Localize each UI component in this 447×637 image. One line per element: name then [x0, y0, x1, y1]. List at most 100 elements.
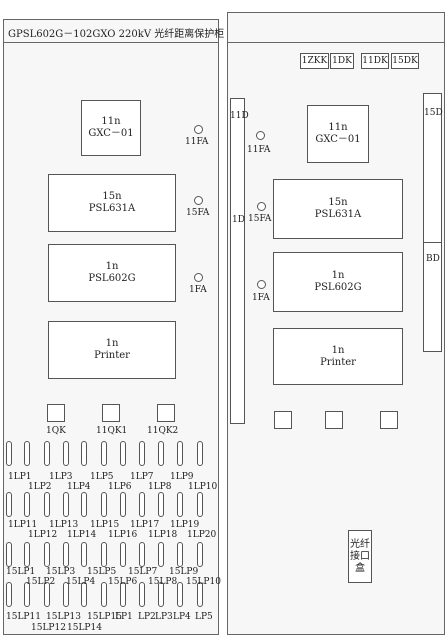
pressure-plate[interactable]	[6, 582, 12, 607]
terminal-rail-divider	[423, 242, 442, 243]
device-printer-model: Printer	[94, 350, 130, 361]
pressure-plate[interactable]	[197, 492, 203, 517]
pressure-plate[interactable]	[63, 441, 69, 466]
pressure-plate-label: 15LP9	[169, 567, 199, 577]
pressure-plate-label: 1LP16	[108, 530, 138, 540]
pressure-plate[interactable]	[81, 441, 87, 466]
pressure-plate-label: 15LP11	[6, 612, 41, 622]
pressure-plate[interactable]	[101, 441, 107, 466]
pressure-plate[interactable]	[158, 542, 164, 567]
pressure-plate[interactable]	[24, 441, 30, 466]
rear-device-gxc01: 11n GXC－01	[307, 105, 369, 163]
switch-15dk[interactable]: 15DK	[391, 53, 419, 69]
switch-1zkk[interactable]: 1ZKK	[300, 53, 329, 69]
rear-device-printer: 1n Printer	[273, 328, 403, 385]
pressure-plate[interactable]	[6, 492, 12, 517]
pressure-plate-label: 1LP13	[49, 520, 79, 530]
pressure-plate[interactable]	[81, 542, 87, 567]
pressure-plate[interactable]	[197, 441, 203, 466]
device-gxc01-id: 11n	[101, 116, 121, 127]
breaker-1qk[interactable]	[47, 404, 65, 422]
pressure-plate[interactable]	[44, 582, 50, 607]
pressure-plate[interactable]	[177, 582, 183, 607]
pressure-plate[interactable]	[101, 542, 107, 567]
pressure-plate-label: 1LP8	[148, 482, 172, 492]
pressure-plate[interactable]	[63, 582, 69, 607]
pressure-plate[interactable]	[44, 441, 50, 466]
pressure-plate[interactable]	[158, 441, 164, 466]
indicator-label-1fa: 1FA	[189, 285, 207, 295]
breaker-11qk1[interactable]	[102, 404, 120, 422]
switch-1dk[interactable]: 1DK	[330, 53, 354, 69]
pressure-plate-label: 1LP11	[8, 520, 38, 530]
pressure-plate[interactable]	[177, 542, 183, 567]
pressure-plate[interactable]	[81, 582, 87, 607]
device-gxc01: 11n GXC－01	[81, 100, 141, 156]
pressure-plate[interactable]	[139, 441, 145, 466]
pressure-plate[interactable]	[120, 492, 126, 517]
pressure-plate-label: 15LP4	[66, 577, 96, 587]
pressure-plate[interactable]	[139, 582, 145, 607]
left-cabinet-title: GPSL602G－102GXO 220kV 光纤距离保护柜	[8, 29, 225, 40]
pressure-plate-label: 1LP7	[130, 472, 154, 482]
left-title-bar	[3, 19, 219, 43]
pressure-plate[interactable]	[24, 542, 30, 567]
pressure-plate[interactable]	[101, 492, 107, 517]
device-psl631a: 15n PSL631A	[48, 174, 176, 232]
indicator-led-15fa	[194, 196, 203, 205]
pressure-plate-label: 15LP5	[87, 567, 117, 577]
breaker-11qk2[interactable]	[157, 404, 175, 422]
indicator-label-11fa: 11FA	[185, 137, 209, 147]
pressure-plate-label: 1LP9	[170, 472, 194, 482]
pressure-plate[interactable]	[101, 582, 107, 607]
fiber-interface-box: 光纤 接口盒	[348, 530, 372, 583]
pressure-plate[interactable]	[6, 441, 12, 466]
pressure-plate-label: 1LP18	[148, 530, 178, 540]
pressure-plate-label: 15LP15	[87, 612, 122, 622]
rear-device-printer-model: Printer	[320, 356, 356, 368]
pressure-plate[interactable]	[139, 542, 145, 567]
pressure-plate-label: 1LP4	[67, 482, 91, 492]
device-psl631a-id: 15n	[102, 191, 122, 202]
terminal-label-1d: 1D	[232, 215, 245, 225]
switch-11dk[interactable]: 11DK	[361, 53, 389, 69]
pressure-plate-label: 15LP6	[108, 577, 138, 587]
pressure-plate[interactable]	[158, 492, 164, 517]
pressure-plate-label: 1LP20	[187, 530, 217, 540]
pressure-plate[interactable]	[44, 542, 50, 567]
terminal-rail-15d-bd	[423, 93, 442, 352]
pressure-plate[interactable]	[120, 441, 126, 466]
rear-device-psl602g-id: 1n	[331, 270, 345, 281]
pressure-plate[interactable]	[197, 582, 203, 607]
breaker-label-1qk: 1QK	[46, 426, 66, 436]
pressure-plate[interactable]	[120, 542, 126, 567]
pressure-plate-label: 1LP10	[188, 482, 218, 492]
pressure-plate[interactable]	[158, 582, 164, 607]
pressure-plate[interactable]	[44, 492, 50, 517]
pressure-plate[interactable]	[63, 492, 69, 517]
pressure-plate-label: 1LP3	[49, 472, 73, 482]
pressure-plate-label: 1LP6	[108, 482, 132, 492]
pressure-plate[interactable]	[197, 542, 203, 567]
pressure-plate[interactable]	[24, 492, 30, 517]
pressure-plate[interactable]	[177, 492, 183, 517]
breaker-label-11qk1: 11QK1	[96, 426, 128, 436]
pressure-plate-label: LP3	[155, 612, 173, 622]
pressure-plate-label: 1LP17	[130, 520, 160, 530]
pressure-plate[interactable]	[120, 582, 126, 607]
terminal-label-15d: 15D	[424, 108, 443, 118]
pressure-plate[interactable]	[63, 542, 69, 567]
pressure-plate[interactable]	[139, 492, 145, 517]
pressure-plate-label: LP4	[173, 612, 191, 622]
device-psl602g-id: 1n	[105, 261, 119, 272]
device-psl631a-model: PSL631A	[88, 203, 136, 214]
rear-device-psl631a-model: PSL631A	[314, 209, 362, 220]
pressure-plate-label: LP2	[138, 612, 156, 622]
pressure-plate-label: 1LP2	[28, 482, 52, 492]
pressure-plate[interactable]	[177, 441, 183, 466]
rear-component-3	[380, 411, 398, 429]
pressure-plate-label: 1LP15	[90, 520, 120, 530]
pressure-plate[interactable]	[6, 542, 12, 567]
pressure-plate[interactable]	[24, 582, 30, 607]
pressure-plate[interactable]	[81, 492, 87, 517]
